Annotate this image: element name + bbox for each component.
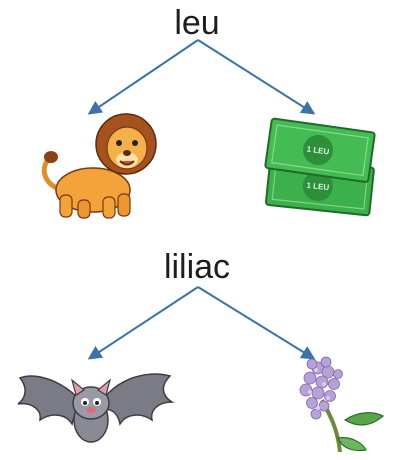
word-leu: leu (174, 4, 220, 42)
bat-icon (17, 373, 175, 443)
banknotes-icon: 1 LEU 1 LEU (264, 117, 376, 217)
arrow-leu-to-lion (87, 39, 199, 115)
arrow-liliac-to-lilac (197, 286, 316, 360)
arrow-leu-to-money (197, 39, 316, 115)
arrow-liliac-to-bat (87, 286, 199, 360)
banknote-label-front: 1 LEU (306, 144, 330, 156)
lilac-flower-icon (299, 356, 385, 453)
lion-icon (41, 113, 157, 219)
banknote-label-back: 1 LEU (306, 181, 330, 192)
word-liliac: liliac (163, 248, 231, 286)
